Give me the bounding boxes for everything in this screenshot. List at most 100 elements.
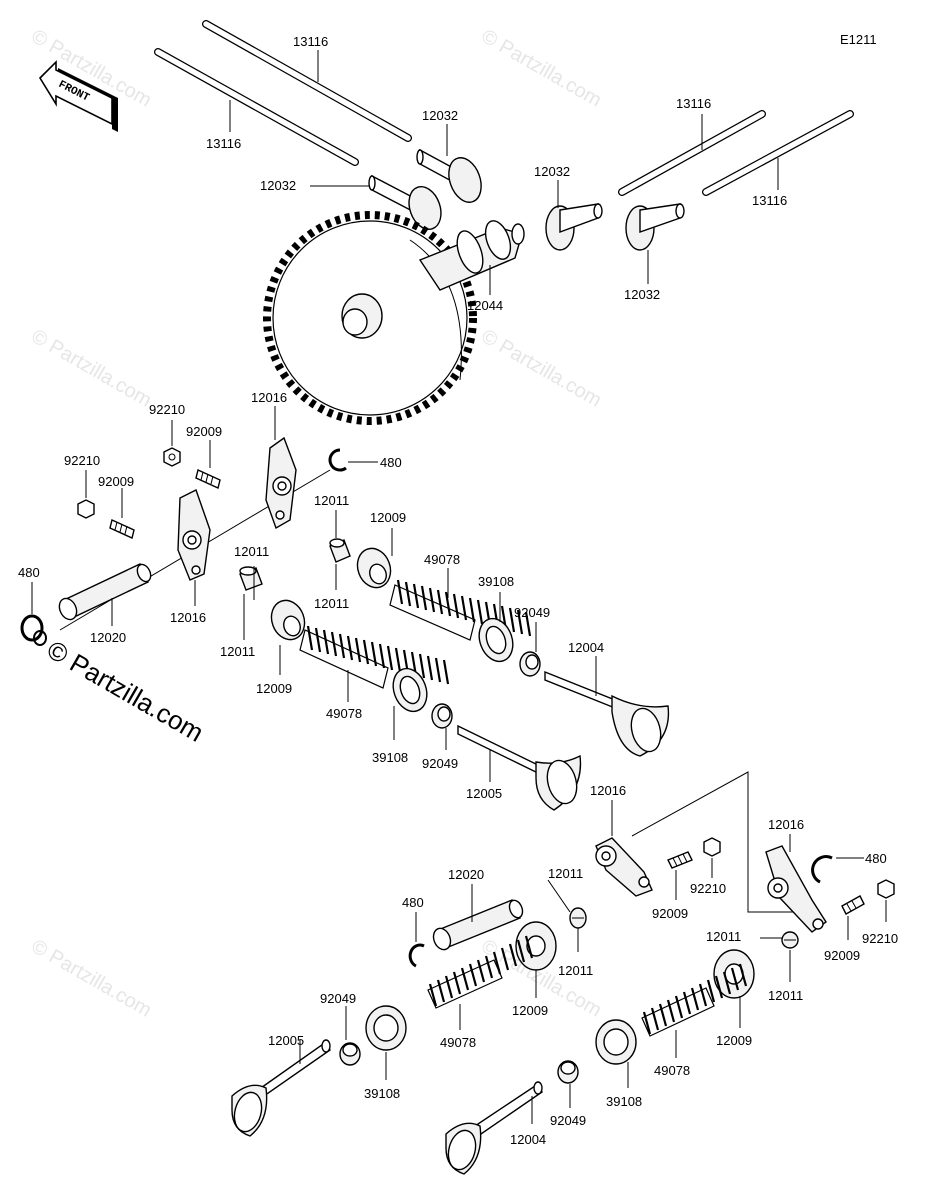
adjuster-screw-lower-mid — [667, 851, 693, 869]
label-12011: 12011 — [558, 963, 593, 978]
label-12016: 12016 — [590, 783, 626, 798]
lifter-d — [625, 203, 685, 251]
label-92009: 92009 — [186, 424, 222, 439]
spring-retainer-a — [478, 617, 514, 663]
label-92009: 92009 — [98, 474, 134, 489]
adjuster-screw-upper — [195, 469, 221, 489]
label-92049: 92049 — [422, 756, 458, 771]
intake-valve-lower — [231, 1039, 331, 1137]
rocker-arm-upper — [265, 436, 297, 530]
label-92210: 92210 — [862, 931, 898, 946]
push-rod-right-2 — [702, 110, 854, 196]
brand-watermark: © Partzilla.com — [42, 634, 209, 748]
label-49078: 49078 — [440, 1035, 476, 1050]
label-12016: 12016 — [170, 610, 206, 625]
lifter-b — [368, 174, 442, 231]
valve-keeper-d — [557, 1060, 579, 1084]
label-92210: 92210 — [690, 881, 726, 896]
label-12005: 12005 — [268, 1033, 304, 1048]
label-12016: 12016 — [251, 390, 287, 405]
label-12011: 12011 — [706, 929, 741, 944]
label-12016: 12016 — [768, 817, 804, 832]
label-12011: 12011 — [314, 596, 349, 611]
circlip-upper — [328, 448, 347, 472]
label-92049: 92049 — [514, 605, 550, 620]
label-92049: 92049 — [550, 1113, 586, 1128]
valve-spring-c — [427, 935, 534, 1009]
label-12011: 12011 — [768, 988, 803, 1003]
label-13116: 13116 — [206, 136, 241, 151]
exhaust-valve-lower — [445, 1081, 543, 1175]
rocker-arm-lower-right — [765, 845, 827, 933]
camshaft-gear — [263, 211, 477, 425]
valve-spring-a — [389, 579, 532, 641]
adjuster-nut-left — [77, 499, 95, 519]
label-12020: 12020 — [448, 867, 484, 882]
label-12009: 12009 — [256, 681, 292, 696]
label-92210: 92210 — [64, 453, 100, 468]
exhaust-valve-upper — [544, 670, 670, 757]
label-12032: 12032 — [422, 108, 458, 123]
spring-seat-c — [515, 921, 557, 971]
label-12032: 12032 — [624, 287, 660, 302]
circlip-left — [20, 614, 47, 646]
collar-a — [329, 538, 351, 563]
label-12011: 12011 — [314, 493, 349, 508]
label-12009: 12009 — [370, 510, 406, 525]
label-12011: 12011 — [220, 644, 255, 659]
label-92210: 92210 — [149, 402, 185, 417]
spring-seat-a — [356, 547, 392, 589]
valve-keeper-b — [431, 703, 453, 729]
watermark: © Partzilla.com — [478, 25, 606, 111]
label-12011: 12011 — [548, 866, 583, 881]
label-12009: 12009 — [512, 1003, 548, 1018]
label-49078: 49078 — [326, 706, 362, 721]
watermark: © Partzilla.com — [478, 325, 606, 411]
collar-d — [781, 931, 799, 949]
label-12032: 12032 — [534, 164, 570, 179]
label-39108: 39108 — [364, 1086, 400, 1101]
intake-valve-upper — [457, 724, 582, 811]
watermark: © Partzilla.com — [28, 935, 156, 1021]
spring-seat-b — [270, 599, 306, 641]
label-12032: 12032 — [260, 178, 296, 193]
push-rod-left — [154, 48, 359, 166]
diagram-code: E1211 — [840, 32, 877, 47]
label-13116: 13116 — [293, 34, 328, 49]
label-92009: 92009 — [824, 948, 860, 963]
label-480: 480 — [865, 851, 887, 866]
label-12011: 12011 — [234, 544, 269, 559]
lifter-c — [545, 203, 603, 251]
label-480: 480 — [402, 895, 424, 910]
label-13116: 13116 — [752, 193, 787, 208]
valve-keeper-c — [339, 1042, 361, 1066]
adjuster-nut-lower-right — [877, 879, 895, 899]
lifter-a — [416, 148, 482, 203]
label-39108: 39108 — [478, 574, 514, 589]
watermark: © Partzilla.com — [28, 325, 156, 411]
push-rod-top — [202, 20, 412, 142]
rocker-arm-lower-mid — [595, 837, 653, 897]
valve-spring-d — [641, 963, 748, 1037]
rocker-shaft-lower — [432, 899, 524, 951]
rocker-shaft-upper — [58, 563, 152, 621]
valve-keeper-a — [519, 651, 541, 677]
label-92049: 92049 — [320, 991, 356, 1006]
spring-retainer-d — [595, 1019, 637, 1065]
valve-spring-b — [299, 625, 450, 689]
label-12004: 12004 — [568, 640, 604, 655]
label-12004: 12004 — [510, 1132, 546, 1147]
adjuster-screw-lower-right — [841, 895, 865, 915]
label-49078: 49078 — [654, 1063, 690, 1078]
rocker-arm-left — [177, 489, 211, 581]
label-39108: 39108 — [606, 1094, 642, 1109]
collar-c — [569, 907, 587, 929]
circlip-lower-mid — [408, 943, 425, 968]
label-39108: 39108 — [372, 750, 408, 765]
label-480: 480 — [18, 565, 40, 580]
label-92009: 92009 — [652, 906, 688, 921]
label-12020: 12020 — [90, 630, 126, 645]
label-480: 480 — [380, 455, 402, 470]
circlip-lower-right — [811, 855, 833, 884]
